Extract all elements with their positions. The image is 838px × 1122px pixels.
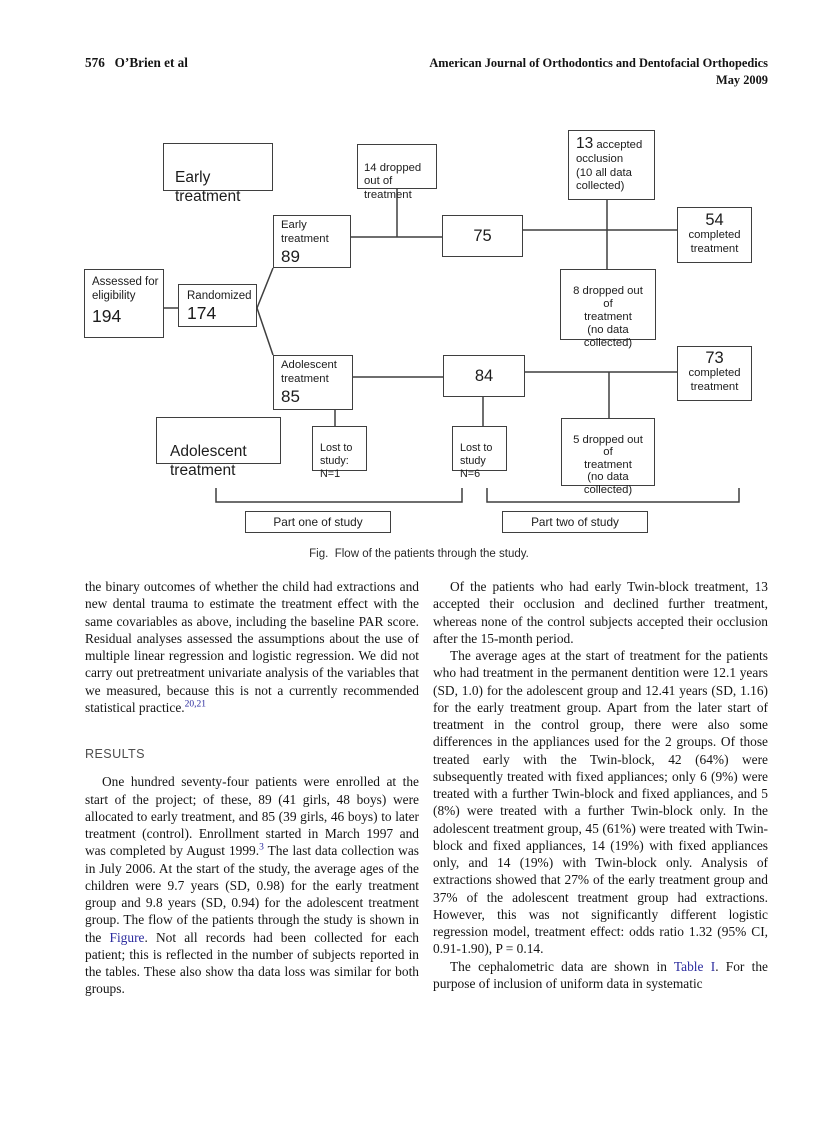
box-label: Part two of study bbox=[531, 515, 619, 529]
box-number: 174 bbox=[187, 303, 217, 323]
page-number-author: 576 O’Brien et al bbox=[85, 55, 188, 70]
box-early-treatment-89: Early treatment 89 bbox=[273, 215, 351, 268]
box-number: 85 bbox=[281, 387, 300, 406]
reference-link[interactable]: 3 bbox=[259, 842, 264, 853]
box-73-completed: 73 completed treatment bbox=[677, 346, 752, 401]
paragraph: Of the patients who had early Twin-block… bbox=[433, 578, 768, 647]
box-number: 194 bbox=[92, 306, 122, 326]
paragraph: The cephalometric data are shown in Tabl… bbox=[433, 958, 768, 993]
box-label: completed treatment bbox=[688, 367, 741, 393]
box-number: 54 bbox=[705, 211, 724, 229]
paragraph: The average ages at the start of treatme… bbox=[433, 647, 768, 958]
box-part-two-of-study: Part two of study bbox=[502, 511, 648, 533]
figure-link[interactable]: Figure bbox=[109, 929, 145, 945]
journal-title: American Journal of Orthodontics and Den… bbox=[429, 56, 768, 70]
paragraph-text: The last data collection was in July 200… bbox=[85, 843, 419, 945]
paragraph-text: The average ages at the start of treatme… bbox=[433, 648, 768, 957]
box-randomized: Randomized 174 bbox=[178, 284, 257, 327]
box-first-line: 13 accepted bbox=[576, 135, 654, 153]
box-label: accepted bbox=[593, 139, 643, 151]
results-heading: RESULTS bbox=[85, 747, 145, 761]
box-adolescent-treatment-85: Adolescent treatment 85 bbox=[273, 355, 353, 410]
paragraph-text: . For the purpose of inclusion of unifor… bbox=[433, 958, 768, 991]
box-label: completed treatment bbox=[688, 229, 741, 255]
figure-caption: Fig. Flow of the patients through the st… bbox=[309, 548, 529, 560]
paragraph-text: The cephalometric data are shown in bbox=[450, 958, 674, 974]
box-label: Randomized bbox=[187, 290, 252, 302]
box-label: Adolescent treatment bbox=[170, 443, 247, 479]
paragraph-text: One hundred seventy-four patients were e… bbox=[85, 774, 419, 859]
box-label: Adolescent treatment bbox=[281, 359, 337, 385]
box-75: 75 bbox=[442, 215, 523, 257]
box-label: Lost to study: N=1 bbox=[320, 441, 353, 480]
box-label-more: occlusion (10 all data collected) bbox=[576, 153, 632, 192]
box-adolescent-treatment-label: Adolescent treatment bbox=[156, 417, 281, 479]
box-lost-to-study-n6: Lost to study N=6 bbox=[452, 426, 507, 480]
box-label: 8 dropped out of treatment (no data coll… bbox=[573, 285, 643, 349]
paragraph: One hundred seventy-four patients were e… bbox=[85, 773, 419, 997]
box-8-dropped-out: 8 dropped out of treatment (no data coll… bbox=[560, 269, 656, 349]
box-label: Lost to study N=6 bbox=[460, 441, 493, 480]
box-5-dropped-out: 5 dropped out of treatment (no data coll… bbox=[561, 418, 655, 496]
journal-issue: May 2009 bbox=[716, 73, 768, 87]
box-label: 14 dropped out of treatment bbox=[364, 161, 422, 201]
patient-flow-diagram: Early treatment 14 dropped out of treatm… bbox=[84, 130, 752, 560]
paragraph-text: . Not all records had been collected for… bbox=[85, 929, 419, 997]
box-number: 73 bbox=[705, 349, 724, 367]
left-column: the binary outcomes of whether the child… bbox=[85, 578, 419, 998]
box-54-completed: 54 completed treatment bbox=[677, 207, 752, 263]
box-label: Assessed for eligibility bbox=[92, 276, 159, 302]
box-early-treatment-label: Early treatment bbox=[163, 143, 273, 205]
box-number: 75 bbox=[473, 227, 492, 245]
journal-header: American Journal of Orthodontics and Den… bbox=[429, 55, 768, 89]
box-number: 89 bbox=[281, 247, 300, 266]
paragraph-text: Of the patients who had early Twin-block… bbox=[433, 579, 768, 646]
box-lost-to-study-n1: Lost to study: N=1 bbox=[312, 426, 367, 480]
reference-link[interactable]: 20,21 bbox=[184, 699, 207, 710]
box-number: 13 bbox=[576, 135, 594, 152]
table-link[interactable]: Table I bbox=[673, 958, 716, 974]
box-number: 84 bbox=[474, 367, 494, 385]
paragraph: the binary outcomes of whether the child… bbox=[85, 578, 419, 716]
box-assessed-for-eligibility: Assessed for eligibility 194 bbox=[84, 269, 164, 338]
right-column: Of the patients who had early Twin-block… bbox=[433, 578, 768, 992]
box-label: Early treatment bbox=[175, 169, 241, 205]
box-part-one-of-study: Part one of study bbox=[245, 511, 391, 533]
box-label: 5 dropped out of treatment (no data coll… bbox=[573, 433, 643, 496]
box-13-accepted-occlusion: 13 accepted occlusion (10 all data colle… bbox=[568, 130, 655, 200]
box-84: 84 bbox=[443, 355, 525, 397]
box-14-dropped-out: 14 dropped out of treatment bbox=[357, 144, 437, 201]
paragraph-text: the binary outcomes of whether the child… bbox=[85, 579, 419, 715]
box-label: Part one of study bbox=[273, 515, 363, 529]
box-label: Early treatment bbox=[281, 219, 329, 245]
